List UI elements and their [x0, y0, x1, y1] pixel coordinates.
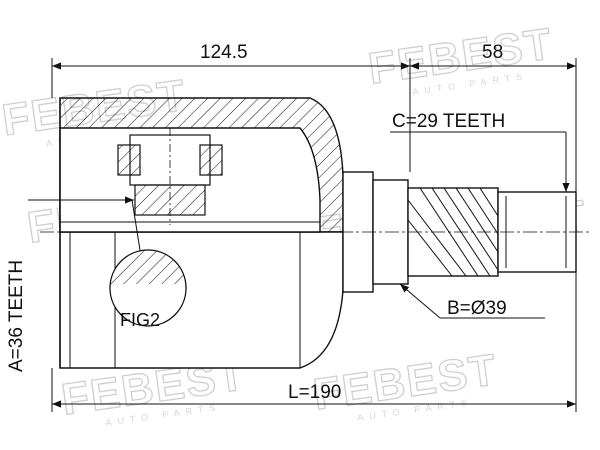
seal-diameter-label: B=Ø39 [447, 298, 507, 319]
roller-right [199, 144, 223, 176]
inner-spline-label: A=36 TEETH [6, 260, 27, 372]
tripod-roller [117, 128, 223, 225]
detail-label: FIG2 [120, 310, 160, 330]
callout-seal-diameter [399, 283, 545, 319]
dim-total-length-label: L=190 [288, 382, 341, 403]
callout-outer-spline [390, 131, 570, 192]
dim-housing-length [51, 58, 411, 172]
dim-shaft-length-label: 58 [482, 42, 503, 63]
housing-lower [59, 231, 344, 369]
dim-shaft-length [410, 58, 577, 192]
dim-total-length [51, 272, 577, 412]
outer-spline-label: C=29 TEETH [392, 111, 505, 132]
spline-teeth [407, 187, 499, 277]
dim-housing-length-label: 124.5 [200, 42, 248, 63]
roller-left [117, 144, 141, 176]
